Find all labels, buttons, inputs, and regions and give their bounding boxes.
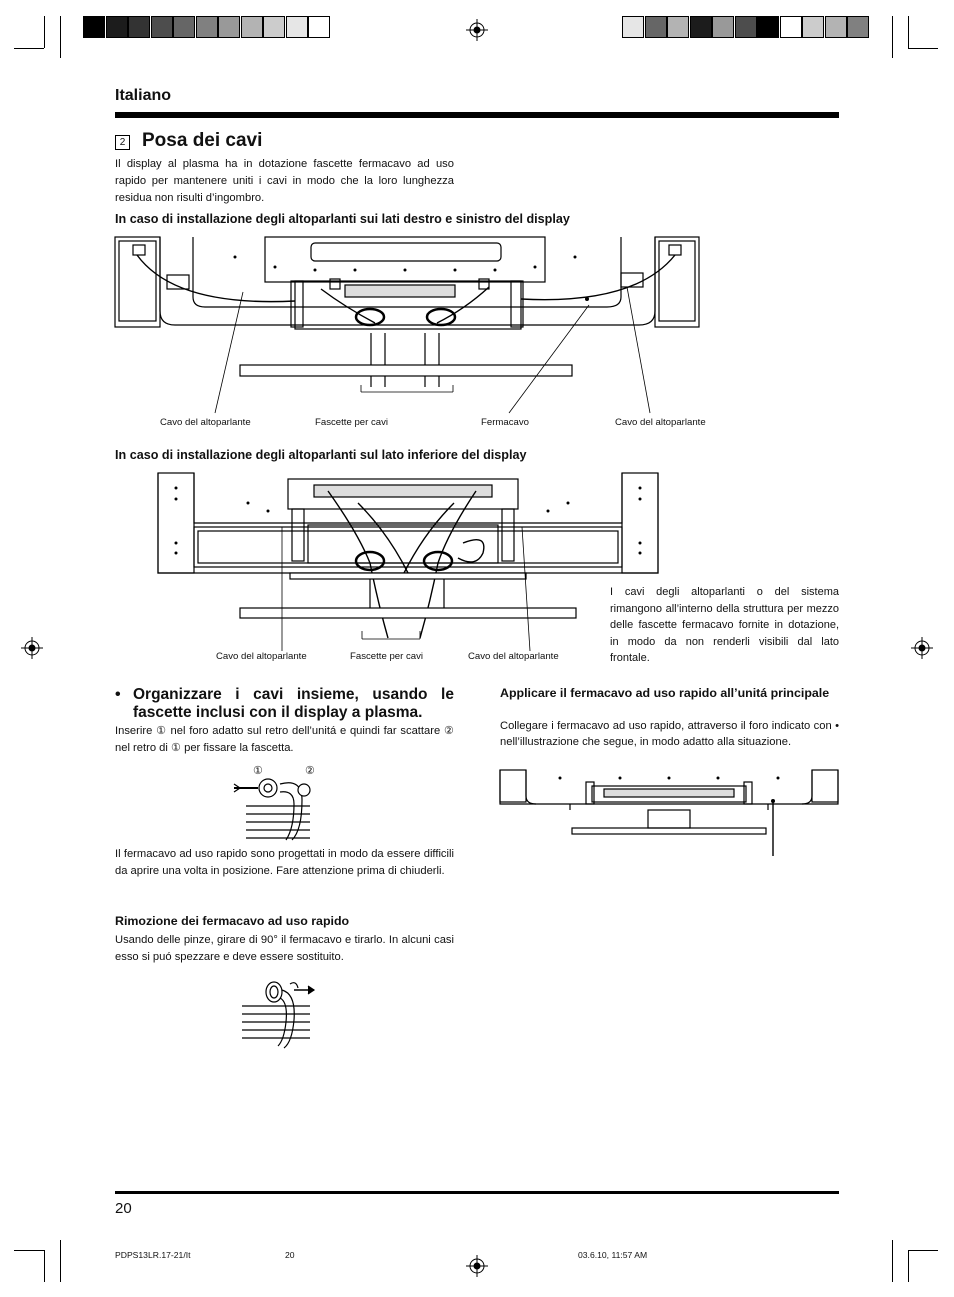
color-swatch xyxy=(218,16,240,38)
section-number-box: 2 xyxy=(115,135,130,150)
figure2-label-speaker-cable-left: Cavo del altoparlante xyxy=(216,651,307,662)
clip-note: Il fermacavo ad uso rapido sono progetta… xyxy=(115,848,454,877)
insert-instructions: Inserire ① nel foro adatto sul retro del… xyxy=(115,725,454,754)
removal-text: Usando delle pinze, girare di 90° il fer… xyxy=(115,934,454,963)
removal-heading: Rimozione dei fermacavo ad uso rapido xyxy=(115,914,350,928)
color-swatch xyxy=(105,16,128,38)
color-swatch xyxy=(308,16,330,38)
figure2-label-speaker-cable-right: Cavo del altoparlante xyxy=(468,651,559,662)
bullet-heading: Organizzare i cavi insieme, usando le fa… xyxy=(133,686,454,721)
registration-mark-icon xyxy=(911,637,933,659)
registration-mark-icon xyxy=(21,637,43,659)
color-swatch xyxy=(622,16,644,38)
color-swatch xyxy=(734,16,757,38)
color-swatch xyxy=(779,16,802,38)
figure1-label-speaker-cable-right: Cavo del altoparlante xyxy=(615,417,706,428)
marker-1: ① xyxy=(253,765,263,777)
color-swatch xyxy=(128,16,150,38)
color-swatch xyxy=(263,16,285,38)
figure1-label-cable-ties: Fascette per cavi xyxy=(315,417,389,428)
footer-timestamp: 03.6.10, 11:57 AM xyxy=(578,1250,648,1260)
footer-file-page: 20 xyxy=(285,1250,295,1260)
language-label: Italiano xyxy=(115,87,172,104)
color-swatch xyxy=(644,16,667,38)
attach-heading: Applicare il fermacavo ad uso rapido all… xyxy=(500,686,830,700)
figure2-note: I cavi degli altoparlanti o del sistema … xyxy=(610,586,839,664)
cable-tie-removal-illustration xyxy=(242,981,316,1049)
color-swatch xyxy=(802,16,824,38)
figure2-label-cable-ties: Fascette per cavi xyxy=(350,651,424,662)
intro-paragraph: Il display al plasma ha in dotazione fas… xyxy=(115,158,454,204)
main-unit-clip-position-illustration xyxy=(499,769,839,856)
color-swatch xyxy=(240,16,263,38)
header-rule xyxy=(115,112,839,118)
marker-2: ② xyxy=(305,765,315,777)
figure2-display-rear-illustration xyxy=(157,472,659,652)
cable-tie-insertion-illustration xyxy=(233,778,311,841)
page-number: 20 xyxy=(115,1200,132,1217)
color-swatch xyxy=(285,16,308,38)
figure1-display-rear-illustration xyxy=(114,236,700,414)
registration-mark-icon xyxy=(466,19,488,41)
figure1-label-clamp: Fermacavo xyxy=(481,417,529,428)
bullet-marker: • xyxy=(115,686,121,703)
color-swatch xyxy=(689,16,712,38)
color-swatch xyxy=(757,16,779,38)
figure1-heading: In caso di installazione degli altoparla… xyxy=(115,212,570,226)
figure1-label-speaker-cable-left: Cavo del altoparlante xyxy=(160,417,251,428)
color-swatch xyxy=(824,16,847,38)
registration-mark-icon xyxy=(466,1255,488,1277)
footer-rule xyxy=(115,1191,839,1194)
attach-text: Collegare i fermacavo ad uso rapido, att… xyxy=(500,720,839,749)
color-swatch xyxy=(195,16,218,38)
color-swatch xyxy=(712,16,734,38)
color-swatch xyxy=(83,16,105,38)
color-swatch xyxy=(150,16,173,38)
color-swatch xyxy=(667,16,689,38)
color-swatch xyxy=(847,16,869,38)
footer-file-name: PDPS13LR.17-21/It xyxy=(115,1250,191,1260)
section-title: Posa dei cavi xyxy=(142,130,263,151)
color-swatch xyxy=(173,16,195,38)
figure2-heading: In caso di installazione degli altoparla… xyxy=(115,448,527,462)
